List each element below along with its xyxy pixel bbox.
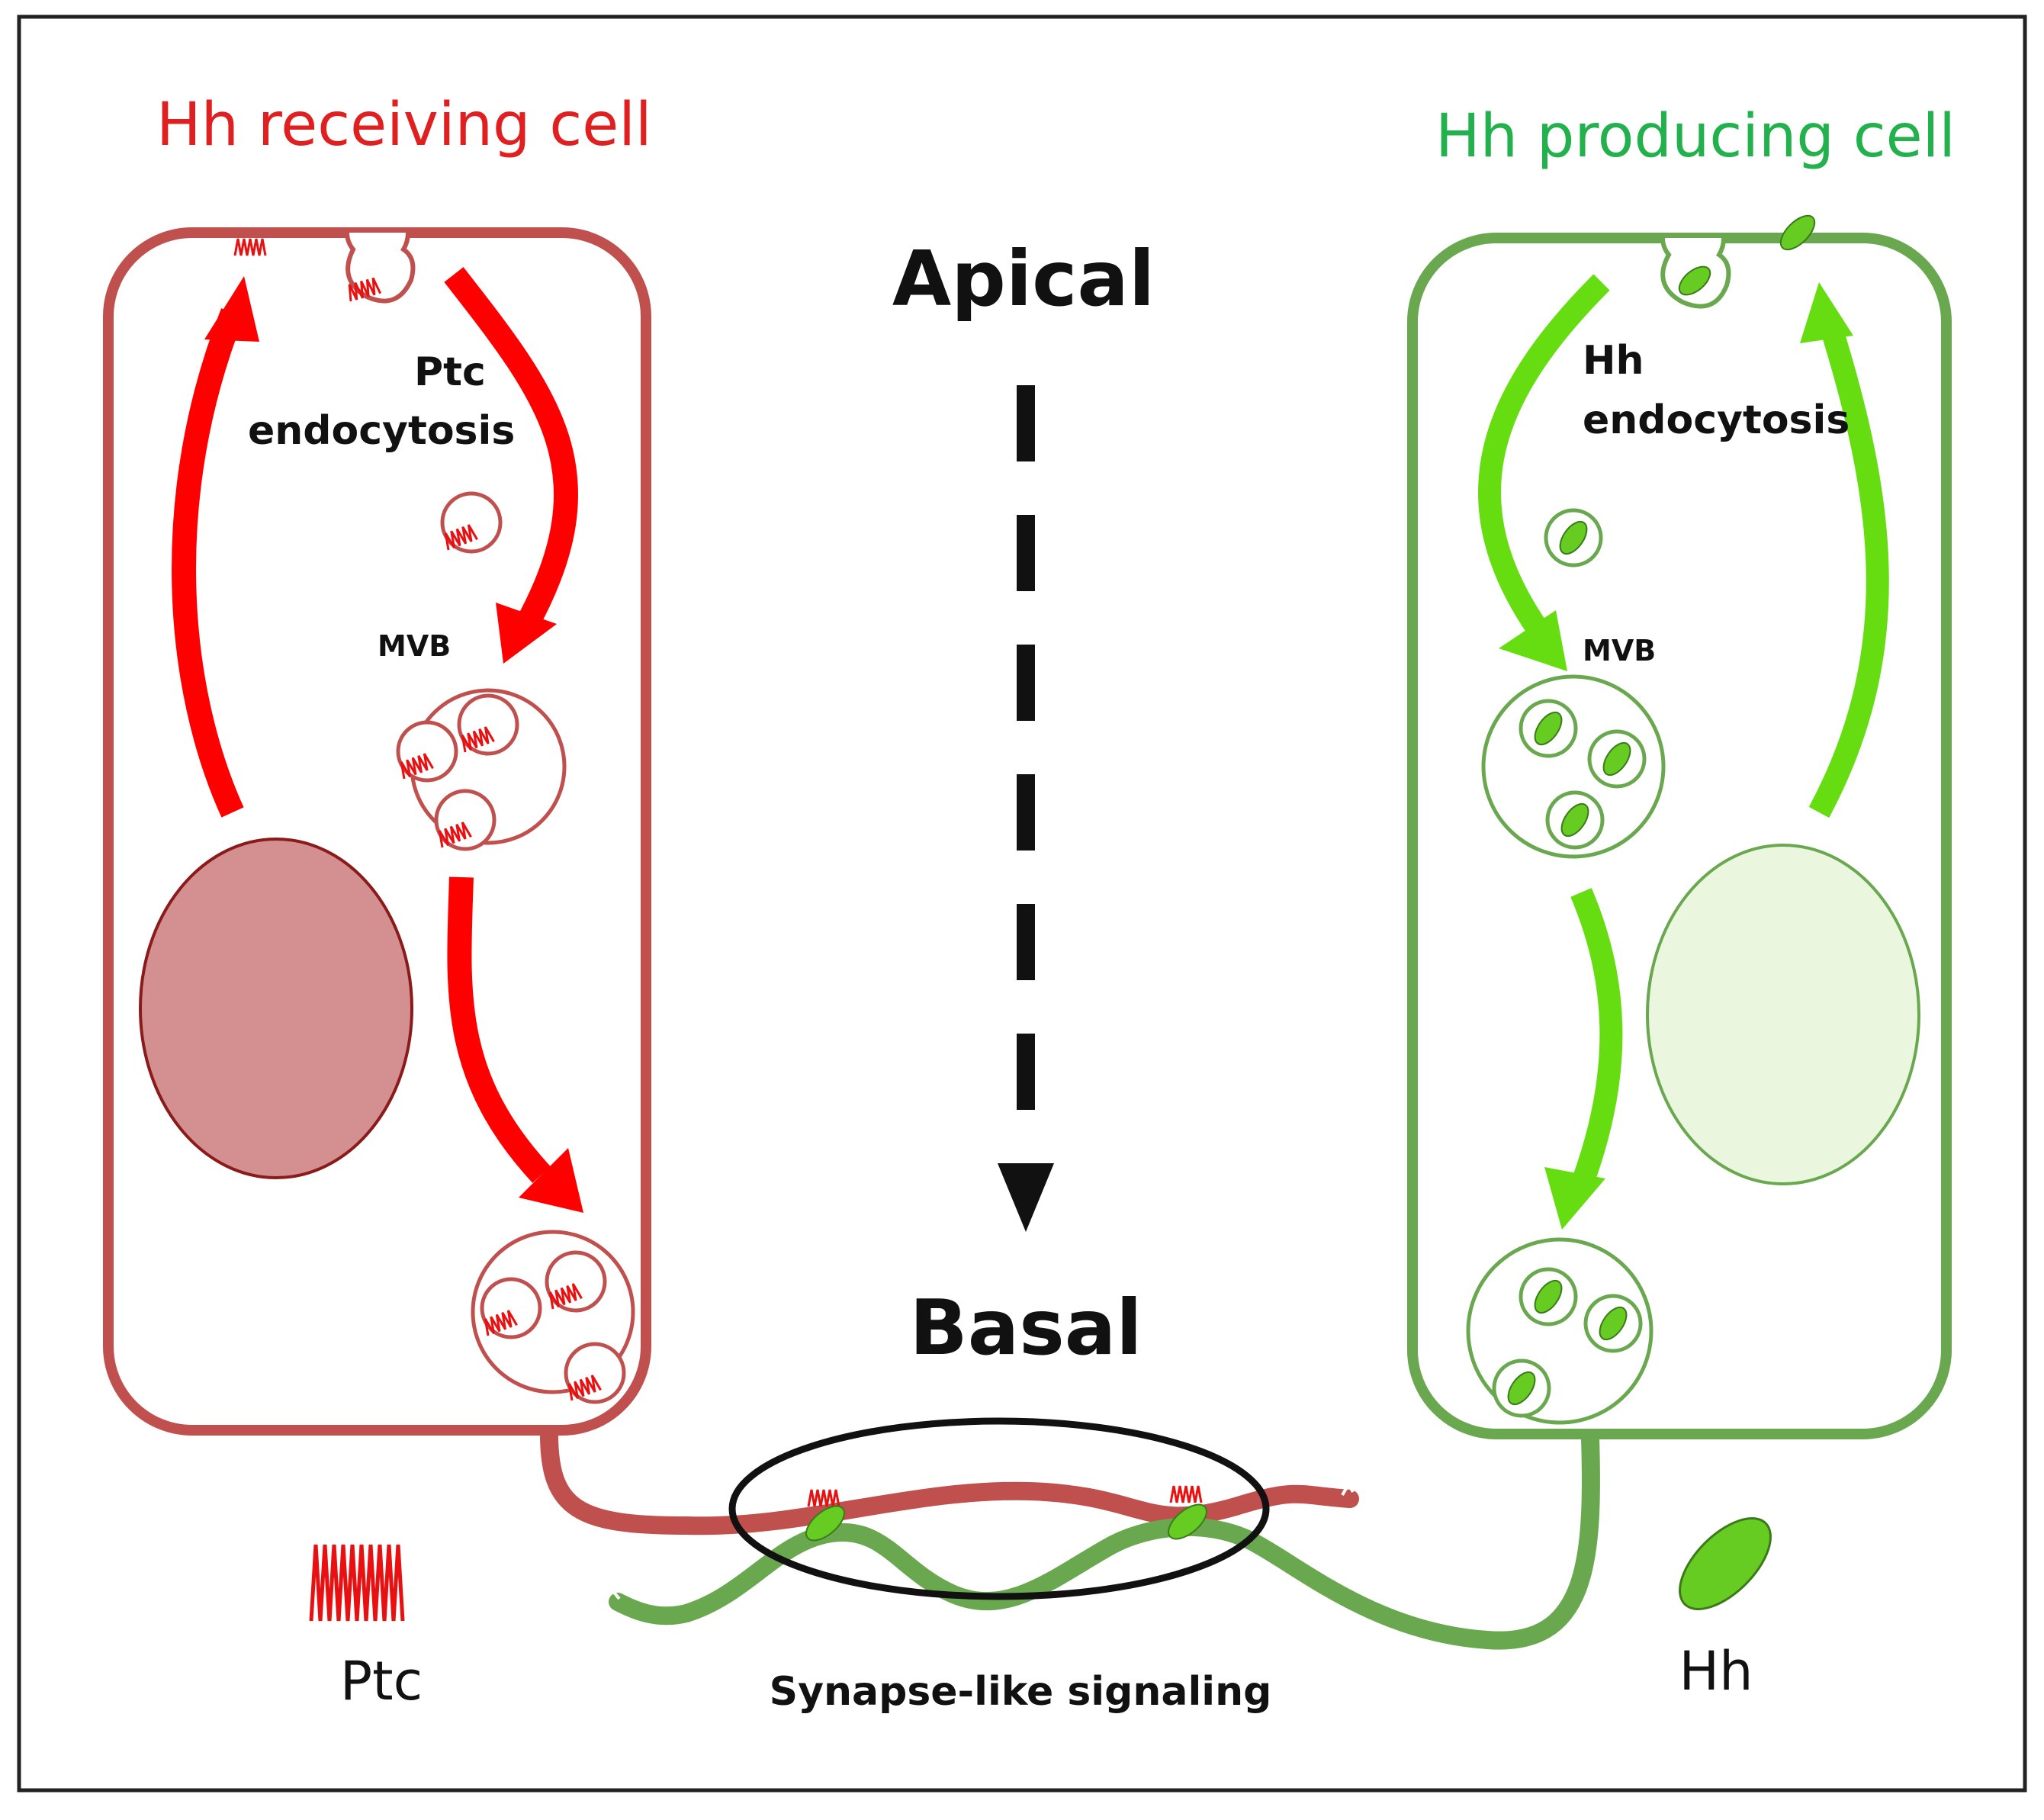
hh-at-synapse-1 [805, 1505, 845, 1542]
producing-mvb-label: MVB [1583, 634, 1656, 667]
synapse-ellipse [728, 1417, 1270, 1600]
producing-vesicle [1546, 510, 1601, 565]
receiving-recycling-arrow [172, 308, 244, 818]
hh-at-synapse-2 [1168, 1503, 1207, 1540]
hh-endocytosis-label-1: Hh [1583, 338, 1644, 384]
basal-label: Basal [910, 1283, 1143, 1372]
hh-on-apical-membrane [1779, 214, 1816, 251]
ptc-endocytosis-label-2: endocytosis [248, 408, 515, 454]
ptc-legend-glyph [309, 1544, 405, 1622]
receiving-cell: Hh receiving cell Ptc endocytosis MVB [103, 91, 1359, 1535]
receiving-nucleus [139, 838, 413, 1179]
producing-endocytosis-arrow [1478, 274, 1610, 640]
receiving-mvb-label: MVB [378, 629, 451, 663]
producing-cell-title: Hh producing cell [1435, 102, 1956, 171]
receiving-endocytosis-arrow [444, 267, 579, 632]
figure-frame [17, 14, 2027, 1793]
legend-ptc: Ptc [309, 1544, 423, 1712]
apical-label: Apical [892, 234, 1155, 323]
ptc-endocytosis-label-1: Ptc [414, 349, 486, 395]
hh-endocytosis-label-2: endocytosis [1583, 397, 1850, 443]
receiving-cell-title: Hh receiving cell [156, 91, 652, 159]
producing-cell: Hh producing cell Hh endocytosis MVB [609, 102, 1956, 1650]
receiving-basal-arrow [447, 876, 551, 1183]
producing-recycling-arrow [1808, 317, 1889, 818]
receiving-mvb [398, 688, 567, 849]
receiving-cytoneme [540, 1425, 1359, 1535]
apical-basal-axis: Apical Basal [892, 234, 1155, 1372]
hh-legend-label: Hh [1679, 1640, 1753, 1703]
producing-nucleus [1646, 844, 1920, 1185]
receiving-basal-mvb [471, 1230, 635, 1402]
axis-arrowhead [998, 1163, 1054, 1232]
hh-legend-glyph [1679, 1517, 1772, 1610]
receiving-vesicle [442, 494, 500, 551]
producing-cytoneme [609, 1429, 1600, 1650]
synapse-label: Synapse-like signaling [770, 1669, 1272, 1715]
producing-mvb [1481, 674, 1666, 859]
producing-basal-mvb [1466, 1237, 1654, 1425]
ptc-legend-label: Ptc [340, 1650, 423, 1712]
producing-basal-arrow [1570, 888, 1623, 1187]
legend-hh: Hh [1679, 1517, 1772, 1703]
